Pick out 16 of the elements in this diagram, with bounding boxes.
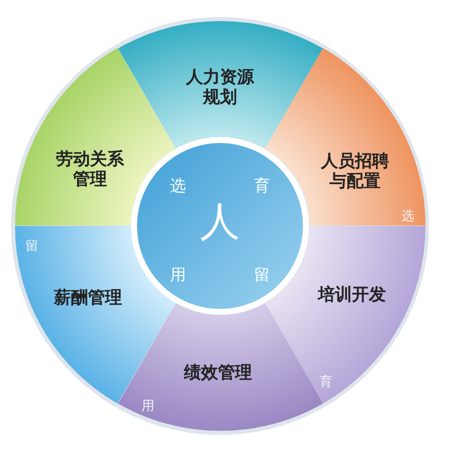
hub-character: 人	[200, 199, 240, 245]
segment-label: 人力资源规划	[186, 68, 254, 108]
rim-label: 育	[320, 374, 332, 391]
hub-label: 留	[254, 266, 270, 284]
segment-label: 人员招聘与配置	[321, 152, 389, 192]
segment-label: 劳动关系管理	[56, 150, 124, 190]
segment-label: 绩效管理	[182, 364, 253, 384]
rim-label: 用	[142, 398, 154, 415]
rim-label: 选	[402, 208, 414, 225]
hub-label: 用	[170, 266, 186, 284]
hub-label: 选	[170, 176, 186, 196]
wheel-segment	[118, 21, 322, 149]
rim-label: 留	[26, 238, 38, 255]
hub-label: 育	[254, 176, 270, 196]
segment-label: 薪酬管理	[52, 289, 123, 309]
segment-label: 培训开发	[316, 286, 387, 306]
